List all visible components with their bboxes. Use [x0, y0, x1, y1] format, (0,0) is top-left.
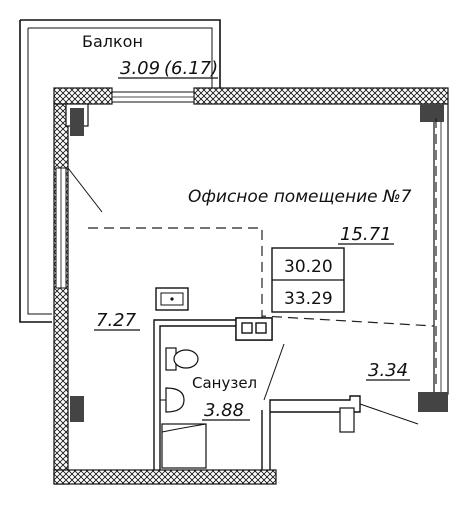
top-window [111, 91, 195, 103]
bathroom-title: Санузел [192, 374, 257, 392]
balcony [19, 19, 221, 323]
basin-icon [160, 387, 185, 413]
office-area: 15.71 [340, 224, 392, 245]
balcony-door [67, 167, 103, 213]
sink-icon [155, 287, 189, 311]
zone-lines [88, 118, 437, 390]
stove-icon [235, 317, 273, 341]
shower-icon [161, 423, 207, 469]
total-area: 33.29 [284, 289, 333, 309]
counter [339, 403, 419, 433]
bathroom-walls [153, 317, 361, 470]
outer-walls [53, 87, 449, 485]
totals-box [271, 247, 345, 313]
zone-right-area: 3.34 [368, 360, 408, 381]
bathroom-door [263, 343, 285, 401]
living-area: 30.20 [284, 257, 333, 277]
bathroom-area: 3.88 [204, 400, 244, 421]
zone-left-area: 7.27 [96, 310, 137, 331]
label-underlines [94, 77, 410, 421]
office-title: Офисное помещение №7 [188, 187, 412, 207]
balcony-area: 3.09 [120, 58, 160, 79]
toilet-icon [165, 347, 199, 371]
balcony-area-paren: (6.17) [164, 58, 218, 79]
balcony-title: Балкон [82, 32, 143, 51]
